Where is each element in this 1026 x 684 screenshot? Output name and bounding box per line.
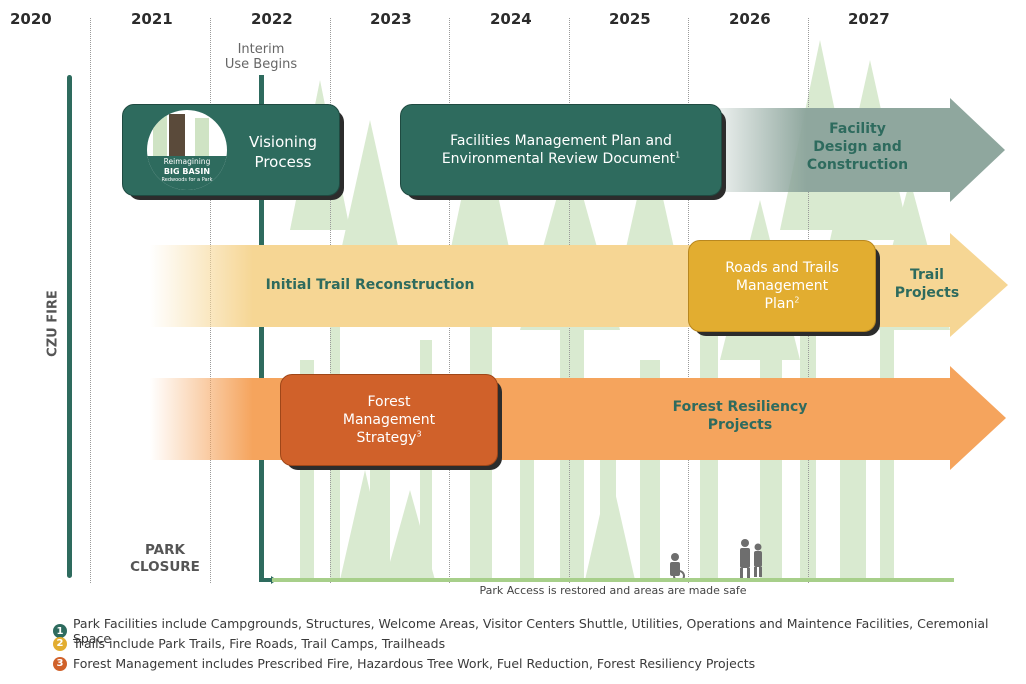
facility-design-label: Facility Design and Construction [806,121,909,174]
legend-number-2: 2 [53,636,67,651]
year-2021: 2021 [131,10,173,28]
czu-fire-label: CZU FIRE [45,290,61,357]
park-closure-label: PARK CLOSURE [130,542,200,575]
year-2023: 2023 [370,10,412,28]
roads-trails-label: Roads and Trails Management Plan [725,259,839,313]
facilities-plan-label: Facilities Management Plan and Environme… [441,132,676,167]
facilities-plan-box: Facilities Management Plan and Environme… [400,104,722,196]
legend-item-3: 3 Forest Management includes Prescribed … [53,656,755,671]
footnote-3: 3 [416,429,422,439]
legend-item-2: 2 Trails include Park Trails, Fire Roads… [53,636,445,651]
facility-arrow [700,98,1005,202]
footnote-1: 1 [675,150,681,160]
year-2022: 2022 [251,10,293,28]
year-2024: 2024 [490,10,532,28]
forest-management-box: Forest Management Strategy3 [280,374,498,466]
year-divider [90,18,91,583]
visioning-box: Reimagining BIG BASIN Redwoods for a Par… [122,104,340,196]
forest-resiliency-label: Forest Resiliency Projects [672,399,808,434]
year-2027: 2027 [848,10,890,28]
visioning-label: Visioning Process [249,133,317,171]
trail-projects-label: Trail Projects [894,267,960,302]
interim-use-label: Interim Use Begins [224,42,298,72]
initial-trail-label: Initial Trail Reconstruction [265,277,475,293]
legend-text-3: Forest Management includes Prescribed Fi… [73,656,756,671]
legend-text-2: Trails include Park Trails, Fire Roads, … [73,636,446,651]
forest-arrow [150,366,1006,470]
logo-line1: Reimagining [163,157,211,166]
czu-fire-bar [67,75,72,578]
logo-line2: BIG BASIN [163,167,211,176]
legend-item-1: 1 Park Facilities include Campgrounds, S… [53,616,1026,646]
legend-number-1: 1 [53,624,67,638]
year-2025: 2025 [609,10,651,28]
year-2020: 2020 [10,10,52,28]
forest-management-label: Forest Management Strategy [342,393,436,447]
reimagining-logo: Reimagining BIG BASIN Redwoods for a Par… [147,110,227,190]
legend-text-1: Park Facilities include Campgrounds, Str… [72,616,989,646]
roads-trails-box: Roads and Trails Management Plan2 [688,240,876,332]
footnote-2: 2 [794,295,800,305]
park-access-label: Park Access is restored and areas are ma… [479,584,747,597]
year-2026: 2026 [729,10,771,28]
interim-use-line [259,75,264,580]
logo-line3: Redwoods for a Park [161,177,213,183]
legend-number-3: 3 [53,656,67,671]
park-access-line [272,578,954,582]
hikers-icon [670,539,762,582]
